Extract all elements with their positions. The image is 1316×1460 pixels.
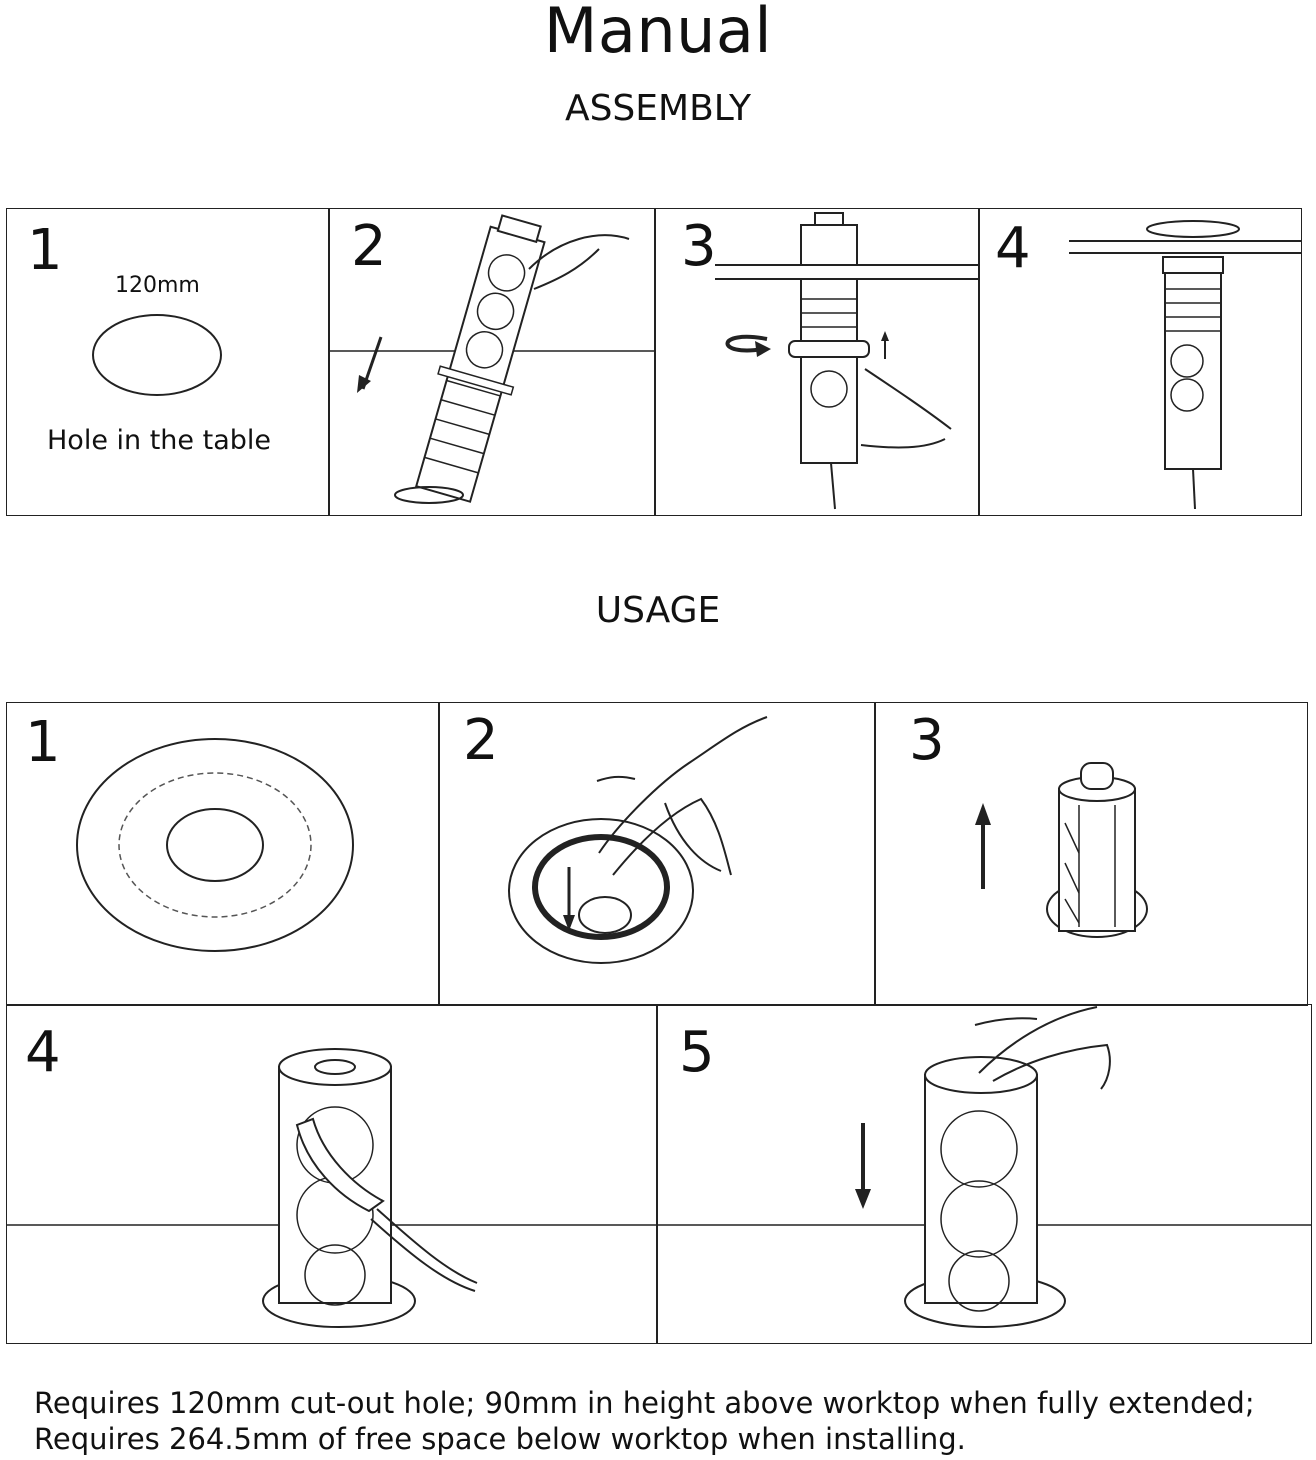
usage-step-1-number: 1 [25,710,61,775]
hole-dimension-label: 120mm [115,273,200,298]
assembly-step-3-panel: 3 [654,208,980,516]
assembly-step-4-number: 4 [995,216,1031,281]
hole-caption: Hole in the table [47,425,271,456]
installed-socket-illustration [1069,220,1301,510]
assembly-step-3-number: 3 [681,214,717,279]
plug-in-illustration [7,1048,657,1328]
hole-diagram [92,314,222,396]
assembly-heading: ASSEMBLY [564,88,752,129]
socket-rises-illustration [975,762,1148,938]
usage-step-2-panel: 2 [438,702,876,1006]
usage-step-4-panel: 4 [6,1004,658,1344]
usage-heading: USAGE [595,590,721,631]
usage-step-2-number: 2 [463,708,499,773]
press-lid-illustration [508,716,768,964]
usage-step-3-number: 3 [909,708,945,773]
requirements-line-1: Requires 120mm cut-out hole; 90mm in hei… [34,1386,1255,1420]
push-down-illustration [657,1006,1311,1328]
assembly-step-2-number: 2 [351,214,387,279]
usage-step-1-panel: 1 [6,702,440,1006]
requirements-line-2: Requires 264.5mm of free space below wor… [34,1422,966,1456]
usage-step-3-panel: 3 [874,702,1308,1006]
usage-step-5-panel: 5 [656,1004,1312,1344]
assembly-step-1-number: 1 [27,218,63,283]
lid-closed-illustration [76,738,354,952]
usage-step-5-number: 5 [679,1020,715,1085]
tighten-nut-illustration [715,212,979,510]
assembly-step-1-panel: 1 120mm Hole in the table [6,208,330,516]
assembly-step-2-panel: 2 [328,208,656,516]
requirements-note: Requires 120mm cut-out hole; 90mm in hei… [34,1385,1255,1457]
usage-step-4-number: 4 [25,1020,61,1085]
insert-socket-illustration [329,214,655,504]
assembly-step-4-panel: 4 [978,208,1302,516]
page-title: Manual [543,0,773,67]
